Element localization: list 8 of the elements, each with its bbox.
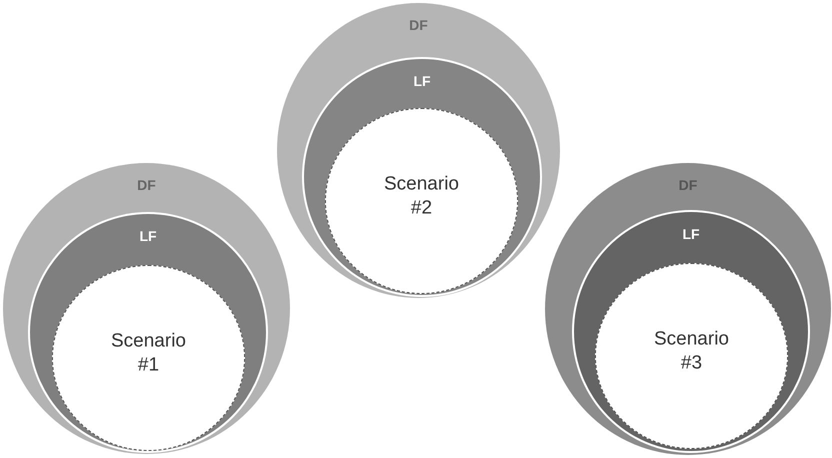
circle-label: DF [409, 17, 428, 34]
circle-label: DF [137, 177, 156, 194]
circle-label: LF [139, 228, 157, 246]
scenario-label: Scenario #2 [383, 172, 460, 220]
scenario-label: Scenario #3 [653, 328, 730, 375]
circle-label: LF [413, 73, 431, 90]
scenario-label: Scenario #1 [110, 330, 187, 377]
circle-label: LF [682, 226, 700, 244]
